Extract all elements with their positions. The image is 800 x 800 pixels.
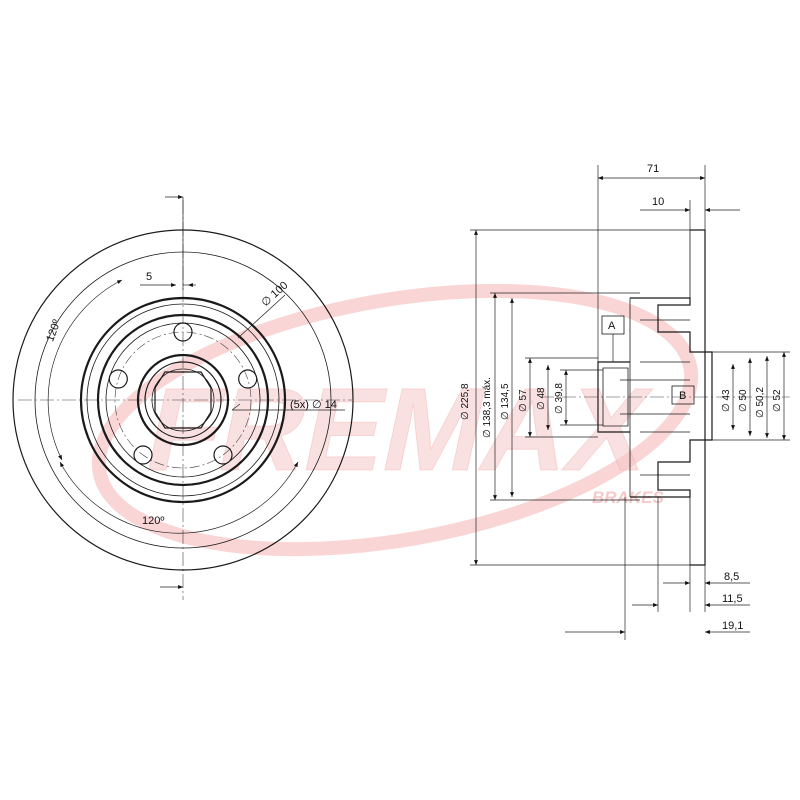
dim-19-1: 19,1 bbox=[722, 620, 743, 632]
d-50-2: ∅ 50,2 bbox=[755, 387, 766, 418]
d-50: ∅ 50 bbox=[738, 389, 749, 412]
d-39-8: ∅ 39,8 bbox=[554, 383, 565, 414]
holes-label: (5x) ∅ 14 bbox=[290, 399, 337, 411]
watermark-brand: FREMAX bbox=[136, 364, 662, 496]
angle-top-label: 120º bbox=[44, 318, 63, 343]
watermark-sub: BRAKES bbox=[592, 488, 664, 507]
dim-71: 71 bbox=[647, 163, 659, 175]
d-57: ∅ 57 bbox=[518, 389, 529, 412]
d-138-3: ∅ 138,3 máx. bbox=[482, 377, 493, 438]
label-b: B bbox=[679, 390, 686, 402]
offset-label: 5 bbox=[146, 271, 152, 283]
d-48: ∅ 48 bbox=[536, 387, 547, 410]
dim-8-5: 8,5 bbox=[724, 571, 739, 583]
front-view: 5 ∅ 100 (5x) ∅ 14 120º 120º bbox=[12, 195, 354, 600]
dim-10: 10 bbox=[652, 196, 664, 208]
angle-bottom-label: 120º bbox=[142, 515, 164, 527]
d-52: ∅ 52 bbox=[772, 389, 783, 412]
label-a: A bbox=[608, 320, 616, 332]
d-225-8: ∅ 225,8 bbox=[460, 383, 471, 420]
dim-11-5: 11,5 bbox=[722, 593, 743, 605]
d-134-5: ∅ 134,5 bbox=[500, 383, 511, 420]
fremax-watermark: FREMAX BRAKES bbox=[91, 283, 699, 557]
d-43: ∅ 43 bbox=[721, 389, 732, 412]
side-view: A B 71 10 ∅ 225,8 ∅ 138,3 máx. ∅ 134,5 ∅… bbox=[460, 163, 790, 640]
